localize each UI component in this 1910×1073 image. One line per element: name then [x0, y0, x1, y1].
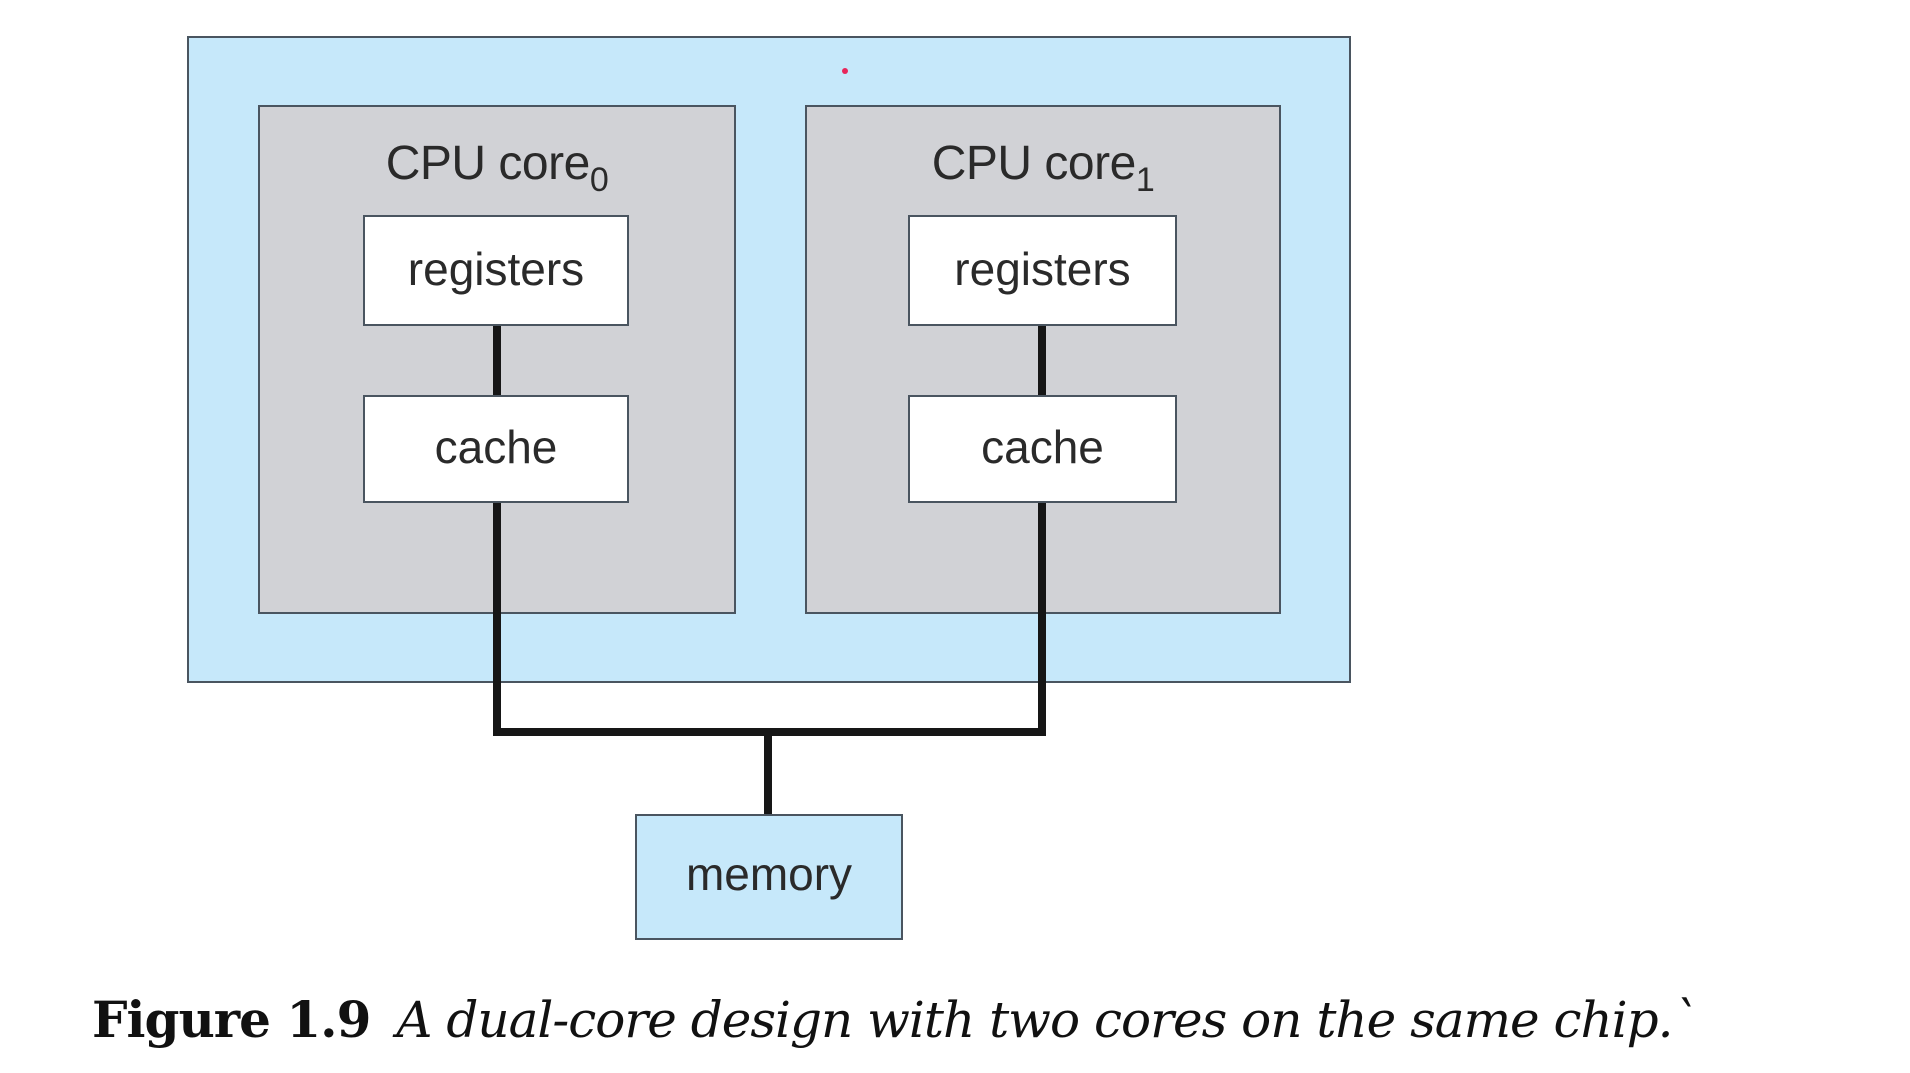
- core-1-cache: cache: [908, 395, 1177, 503]
- caption-text: A dual-core design with two cores on the…: [396, 991, 1697, 1049]
- bus-memory-link: [764, 736, 772, 814]
- core-1-cache-bus-link: [1038, 503, 1046, 736]
- memory-label: memory: [685, 848, 853, 900]
- memory-box: memory: [635, 814, 903, 940]
- cpu-core-0-label: CPU core0: [258, 136, 736, 197]
- registers-label: registers: [954, 242, 1131, 295]
- cache-label: cache: [981, 421, 1104, 473]
- core-0-registers: registers: [363, 215, 629, 326]
- cache-label: cache: [434, 421, 558, 473]
- figure-caption: Figure 1.9 A dual-core design with two co…: [92, 990, 1698, 1049]
- core-0-cache: cache: [363, 395, 629, 503]
- registers-label: registers: [407, 242, 585, 295]
- shared-bus: [493, 728, 1046, 736]
- figure-number: Figure 1.9: [92, 990, 371, 1049]
- core-1-registers: registers: [908, 215, 1177, 326]
- cpu-core-1-label: CPU core1: [805, 136, 1281, 197]
- core-subscript: 0: [589, 161, 609, 199]
- core-0-registers-cache-link: [493, 326, 501, 395]
- core-label-text: CPU core: [385, 137, 591, 190]
- core-1-registers-cache-link: [1038, 326, 1046, 395]
- cursor-dot: [842, 68, 848, 74]
- core-label-text: CPU core: [931, 137, 1137, 190]
- core-0-cache-bus-link: [493, 503, 501, 736]
- core-subscript: 1: [1135, 161, 1155, 199]
